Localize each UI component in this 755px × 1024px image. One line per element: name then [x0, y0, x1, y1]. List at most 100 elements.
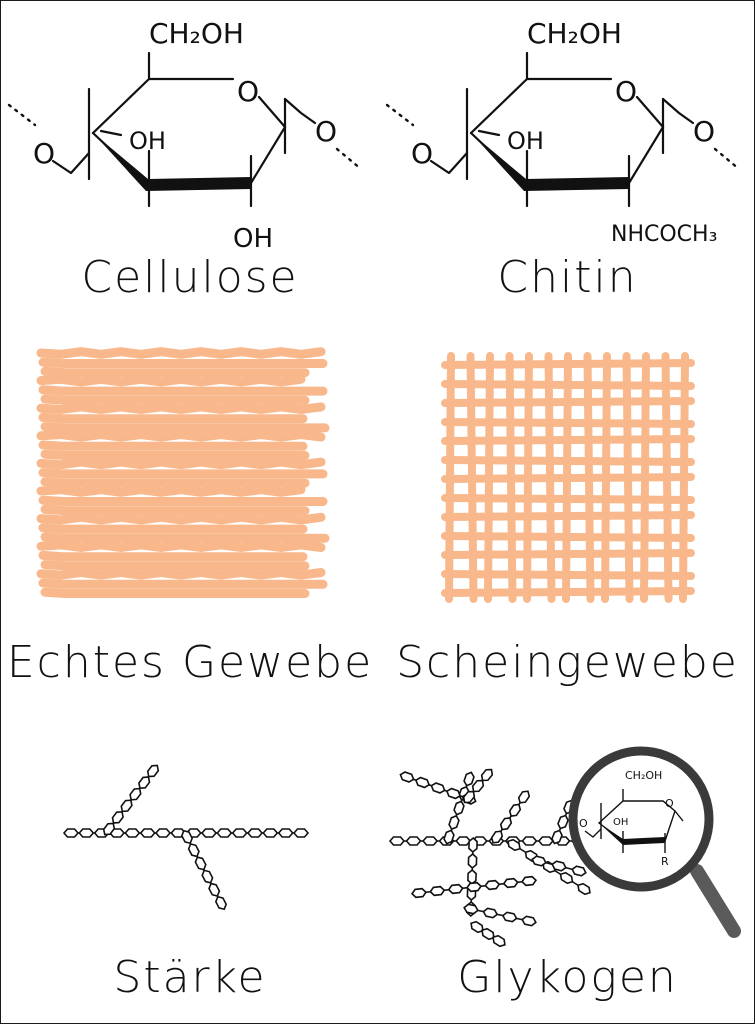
fabric-strand	[36, 567, 326, 580]
glucose-unit	[62, 828, 80, 838]
fabric-strand-horizontal	[441, 435, 695, 445]
fabric-strand	[38, 523, 308, 534]
fabric-strand-horizontal	[441, 494, 695, 504]
fabric-strand-horizontal	[441, 587, 695, 597]
glucose-unit	[194, 856, 207, 871]
fabric-strand	[36, 402, 326, 415]
fabric-strand	[40, 560, 310, 571]
oh-bottom-label: OH	[233, 224, 273, 251]
glucose-unit	[447, 883, 464, 895]
glucose-unit	[216, 828, 233, 838]
glucose-unit	[414, 776, 431, 789]
chain-dots-right	[713, 147, 741, 171]
ring-bond	[91, 77, 151, 135]
glucose-unit	[521, 915, 537, 927]
bond-oxygen-left	[51, 151, 91, 175]
glucose-unit	[507, 838, 521, 852]
fabric-strand	[38, 578, 328, 589]
glucose-unit	[463, 903, 479, 915]
fabric-strand	[40, 532, 330, 543]
fabric-strand	[38, 468, 328, 479]
glucose-unit	[292, 828, 310, 838]
ring-oxygen-label: O	[237, 75, 259, 108]
glucose-unit	[231, 828, 248, 838]
cellulose-panel: CH₂OH O O O OH OH Cellulose	[1, 1, 379, 311]
glucose-unit	[537, 836, 554, 846]
glucose-unit	[201, 869, 214, 884]
fabric-strand-horizontal	[441, 473, 695, 483]
glucose-unit	[187, 843, 200, 858]
glucose-unit	[262, 828, 279, 838]
ring-bond	[469, 77, 529, 135]
scheingewebe-panel: Scheingewebe	[379, 331, 754, 701]
fabric-strand	[40, 394, 310, 405]
echtes-gewebe-caption: Echtes Gewebe	[6, 637, 374, 688]
group-top-label: CH₂OH	[149, 17, 244, 50]
fabric-strand-horizontal	[441, 456, 695, 466]
right-oxygen-label: O	[693, 115, 715, 148]
fabric-strand	[40, 422, 330, 433]
fabric-strand	[38, 385, 328, 396]
glucose-unit	[208, 882, 221, 897]
glucose-unit	[467, 852, 478, 870]
fabric-strand-horizontal	[441, 380, 695, 390]
glucose-unit	[508, 803, 522, 817]
fabric-strand	[38, 357, 328, 368]
lens-r: R	[661, 855, 669, 868]
lens-ring-oxygen: O	[665, 797, 674, 810]
fabric-strand	[40, 449, 310, 460]
glucose-unit	[399, 771, 415, 783]
bond-oxygen-right	[283, 97, 317, 125]
fabric-strand-horizontal	[441, 418, 695, 428]
glucose-unit	[448, 814, 460, 831]
glucose-unit	[502, 877, 519, 889]
fabric-strand	[38, 412, 308, 424]
glucose-unit	[154, 828, 172, 838]
glucose-unit	[499, 817, 513, 831]
fabric-strand	[40, 366, 310, 378]
glucose-unit	[453, 800, 465, 816]
chitin-caption: Chitin	[497, 252, 638, 303]
fabric-strand	[36, 374, 306, 387]
wedge-bond	[93, 133, 251, 191]
left-oxygen-label: O	[33, 137, 55, 170]
glucose-unit	[465, 881, 483, 893]
glucose-unit	[559, 871, 574, 885]
glucose-unit	[405, 836, 422, 846]
glucose-unit	[246, 828, 264, 838]
fabric-strand	[40, 587, 310, 598]
fabric-strand	[38, 440, 308, 451]
glucose-unit	[484, 879, 501, 891]
fabric-strand-horizontal	[441, 359, 695, 369]
fabric-strand-horizontal	[441, 570, 695, 580]
glucose-unit	[214, 895, 228, 911]
glucose-unit	[200, 828, 218, 838]
fabric-strand	[36, 429, 326, 442]
glucose-unit	[277, 828, 294, 838]
glucose-unit	[517, 790, 531, 804]
cellulose-structure: CH₂OH O O O OH OH	[7, 17, 363, 254]
bond-to-oh	[99, 129, 123, 137]
right-oxygen-label: O	[315, 115, 337, 148]
fabric-strand	[36, 347, 326, 359]
lens-oh: OH	[613, 817, 628, 828]
lens-group-top: CH₂OH	[625, 769, 662, 782]
scheingewebe-texture	[441, 352, 695, 603]
fabric-strand	[38, 495, 328, 506]
substituent-label: NHCOCH₃	[611, 222, 717, 247]
fabric-strand	[36, 457, 326, 470]
chain-dots-left	[7, 103, 37, 127]
bond-to-oh	[477, 129, 501, 137]
oh-inner-label: OH	[507, 127, 544, 155]
fabric-strand	[40, 477, 310, 488]
fabric-strand-horizontal	[441, 511, 695, 521]
magnifier-lens	[568, 746, 714, 892]
scheingewebe-caption: Scheingewebe	[396, 637, 739, 688]
ring-bond	[635, 95, 665, 129]
glucose-unit	[571, 865, 587, 877]
lens-left-oxygen: O	[579, 817, 588, 830]
fabric-strand	[38, 550, 308, 562]
glucose-unit	[124, 828, 141, 838]
glucose-unit	[531, 855, 547, 867]
